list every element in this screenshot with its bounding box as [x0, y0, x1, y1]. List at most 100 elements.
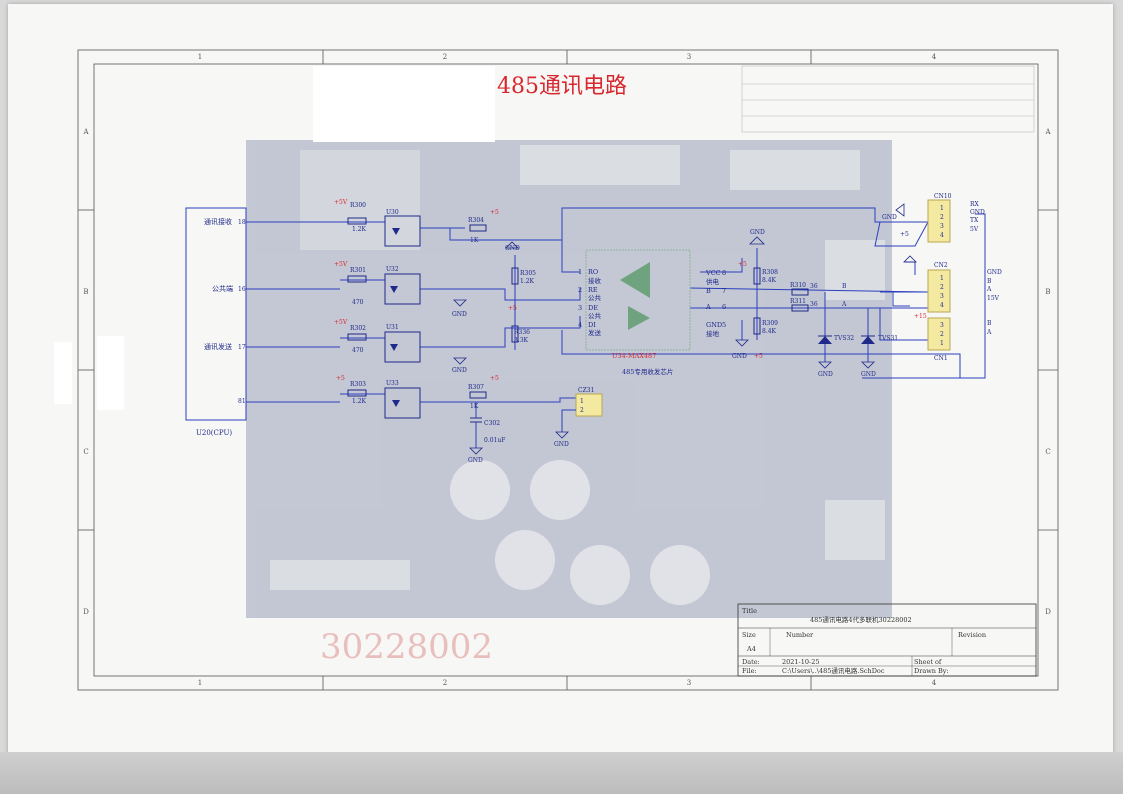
chip-caption: 485专用收发芯片: [622, 367, 673, 376]
cn1-pin2: 2: [940, 331, 944, 338]
r336-ref: R336: [514, 329, 530, 336]
chip-ref: U34-MAX487: [612, 352, 656, 360]
col-label-2-top: 2: [443, 53, 447, 61]
chip-pin1-cn: 接收: [588, 276, 602, 285]
tb-revision-label: Revision: [958, 631, 986, 639]
row-label-c-left: C: [83, 448, 88, 456]
r303-val: 1.2K: [352, 398, 367, 405]
r301-ref: R301: [350, 267, 366, 274]
r302-val: 470: [352, 347, 364, 354]
cn1-body: [927, 317, 951, 351]
col-label-4-bottom: 4: [932, 679, 937, 687]
ghost-title-block: [741, 65, 1035, 133]
tb-drawn-label: Drawn By:: [914, 667, 949, 675]
jumper-cz31: CZ31 1 2 GND: [554, 387, 603, 448]
cpu-pin-num-tx: 17: [238, 344, 246, 351]
chip-pin1-num: 1: [578, 268, 582, 276]
col-label-1-bottom: 1: [198, 679, 202, 687]
cn2-body: [927, 269, 951, 313]
u32-rail: +5V: [334, 261, 348, 268]
gnd-left-cn10: GND: [882, 214, 897, 221]
chip-pin4-cn: 发送: [588, 328, 602, 337]
bias-network: R308 8.4K GND R309 8.4K +5 +5 GND R310 3…: [732, 229, 847, 360]
opto-u30: U30 R300 1.2K +5V R304 1K +5: [334, 199, 499, 247]
u30-ref: U30: [386, 209, 399, 216]
ground-symbols: [453, 203, 917, 455]
r308-net: GND: [750, 229, 765, 236]
cn2-pin4: 4: [940, 302, 944, 309]
chip-pin3-name: DE: [588, 304, 598, 312]
r310-ref: R310: [790, 282, 806, 289]
opto-u32: U32 R301 470 +5V GND: [334, 261, 467, 318]
r307-val: 1K: [470, 403, 479, 410]
cn10-pin1: 1: [940, 205, 944, 212]
chip-pin7-num: 7: [722, 287, 726, 295]
r302-ref: R302: [350, 325, 366, 332]
r310-val: 36: [810, 283, 818, 290]
r311-ref: R311: [790, 298, 806, 305]
cpu-pin-label-common: 公共端: [212, 284, 233, 293]
row-label-a-left: A: [82, 128, 89, 136]
cn2-label-15v: 15V: [987, 295, 1000, 302]
r336-val: 3.3K: [514, 337, 529, 344]
row-label-c-right: C: [1045, 448, 1050, 456]
cn1-pin1: 1: [940, 340, 944, 347]
row-label-a-right: A: [1044, 128, 1051, 136]
cn1-label-a: A: [986, 329, 992, 336]
p5-left-cn10: +5: [900, 231, 909, 238]
cz31-gnd: GND: [554, 441, 569, 448]
r307-rail: +5: [490, 375, 499, 382]
scan-shadow: [0, 752, 1123, 794]
r301-val: 470: [352, 299, 364, 306]
tb-file-value: C:\Users\..\485通讯电路.SchDoc: [782, 666, 885, 675]
cn2-pin2: 2: [940, 284, 944, 291]
tb-size-value: A4: [746, 645, 756, 653]
col-label-1-top: 1: [198, 53, 202, 61]
background-ghost: [246, 140, 892, 618]
cn10-pin2: 2: [940, 214, 944, 221]
chip-pin1-name: RO: [588, 268, 598, 276]
tvs32-gnd: GND: [818, 371, 833, 378]
col-label-2-bottom: 2: [443, 679, 447, 687]
chip-pin8-name: VCC: [705, 269, 721, 277]
cpu-pin-num-common: 16: [238, 286, 246, 293]
r304-rail: +5: [490, 209, 499, 216]
chip-gnd-net: GND: [732, 353, 747, 360]
tvs31-gnd: GND: [861, 371, 876, 378]
r310-net: B: [842, 283, 847, 290]
col-label-3-bottom: 3: [687, 679, 691, 687]
r304-ref: R304: [468, 217, 484, 224]
opto-u33: U33 R303 1.2K +5 R307 1K +5: [336, 375, 499, 419]
pullup-resistors: R305 1.2K GND R336 3.3K +5: [505, 245, 536, 344]
cpu-pin-label-rx: 通讯接收: [204, 217, 232, 226]
u33-rail: +5: [336, 375, 345, 382]
r309-val: 8.4K: [762, 328, 777, 335]
chip-pin2-num: 2: [578, 286, 582, 294]
cn1-pin3: 3: [940, 322, 944, 329]
chip-pin4-num: 4: [578, 321, 582, 329]
cn2-label-gnd: GND: [987, 269, 1002, 276]
title-block: Title 485通讯电路4代多联机30228002 Size A4 Numbe…: [737, 603, 1037, 677]
diagram-title: 485通讯电路: [497, 74, 627, 99]
row-label-d-left: D: [83, 608, 89, 616]
chip-pin5-cn: 接地: [706, 329, 720, 338]
cz31-pin2: 2: [580, 407, 584, 414]
cn2-pin1: 1: [940, 275, 944, 282]
col-label-3-top: 3: [687, 53, 691, 61]
r307-ref: R307: [468, 384, 484, 391]
r308-val: 8.4K: [762, 277, 777, 284]
row-label-d-right: D: [1045, 608, 1051, 616]
opto-u31: U31 R302 470 +5V GND: [334, 319, 467, 374]
r305-ref: R305: [520, 270, 536, 277]
r309-ref: R309: [762, 320, 778, 327]
chip-pin2-name: RE: [588, 286, 598, 294]
cn2-label-a: A: [986, 286, 992, 293]
cn10-pin3: 3: [940, 223, 944, 230]
tb-number-label: Number: [786, 631, 814, 639]
cpu-block: U20(CPU) 通讯接收 18 公共端 16 通讯发送 17 81: [185, 207, 247, 437]
cn10-label-5v: 5V: [970, 226, 979, 233]
r303-ref: R303: [350, 381, 366, 388]
cn2-label-b: B: [987, 278, 992, 285]
r305-net: GND: [505, 245, 520, 252]
cz31-ref: CZ31: [578, 387, 594, 394]
